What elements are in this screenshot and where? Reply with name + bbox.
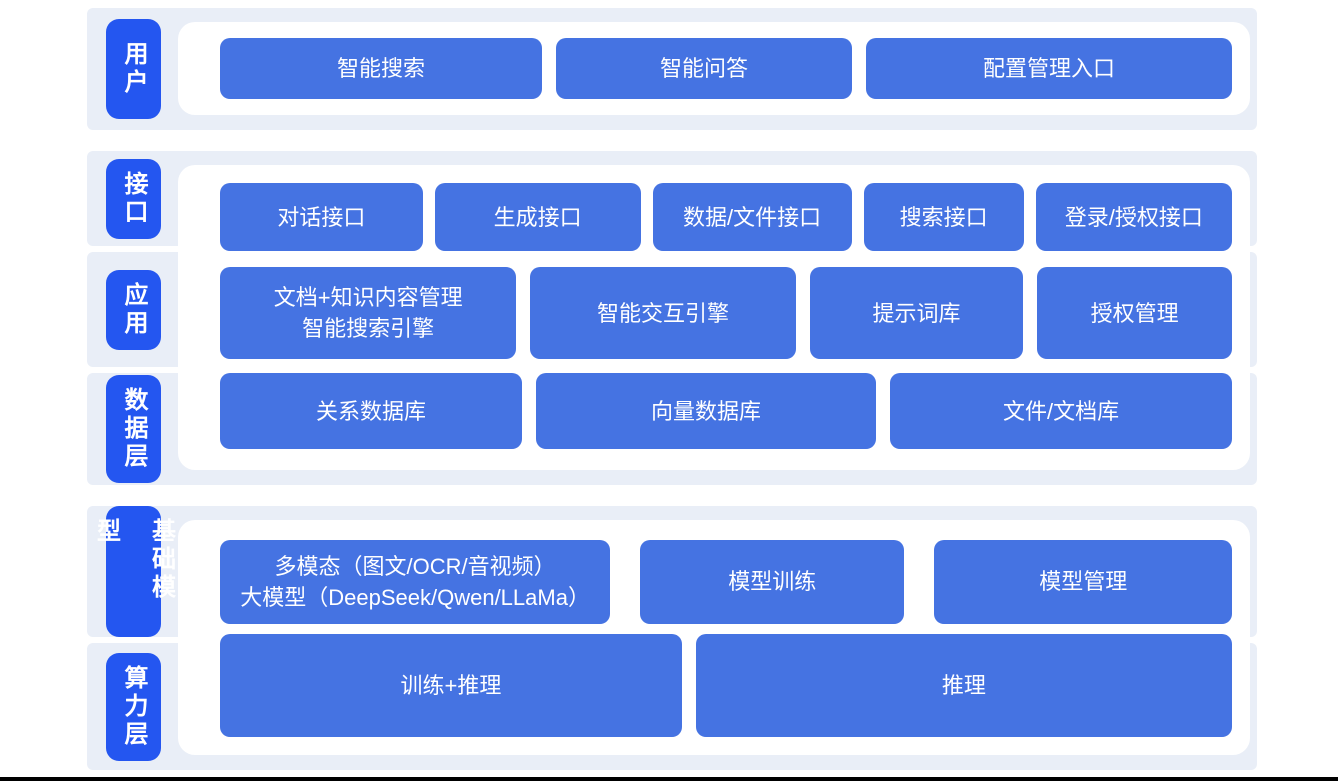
base-model-row: 多模态（图文/OCR/音视频） 大模型（DeepSeek/Qwen/LLaMa）… (220, 540, 1232, 624)
band-user-layer: 用户 智能搜索 智能问答 配置管理入口 (87, 8, 1257, 130)
node-label: 对话接口 (277, 204, 366, 230)
band-middle-layers: 接口 应用 数据层 对话接口 生成接口 数据/文件接口 搜索接口 登录/授权接口… (87, 151, 1257, 485)
node-multimodal-llm: 多模态（图文/OCR/音视频） 大模型（DeepSeek/Qwen/LLaMa） (220, 540, 611, 624)
node-label-line1: 多模态（图文/OCR/音视频） (274, 553, 556, 579)
node-model-training: 模型训练 (640, 540, 905, 624)
node-relational-database: 关系数据库 (220, 373, 522, 449)
node-label-line2: 智能搜索引擎 (302, 316, 435, 341)
node-label: 数据/文件接口 (683, 204, 822, 230)
node-vector-database: 向量数据库 (535, 373, 877, 449)
node-label-line2: 大模型（DeepSeek/Qwen/LLaMa） (240, 584, 590, 610)
node-label: 智能问答 (659, 56, 748, 81)
node-label: 关系数据库 (315, 398, 426, 424)
middle-layers-panel: 对话接口 生成接口 数据/文件接口 搜索接口 登录/授权接口 文档+知识内容管理… (178, 165, 1250, 470)
bottom-rule (0, 777, 1338, 781)
node-label: 登录/授权接口 (1064, 204, 1203, 230)
node-label: 提示词库 (872, 300, 961, 326)
application-layer-row: 文档+知识内容管理 智能搜索引擎 智能交互引擎 提示词库 授权管理 (220, 267, 1232, 359)
layer-label-interface: 接口 (106, 158, 161, 239)
interface-layer-row: 对话接口 生成接口 数据/文件接口 搜索接口 登录/授权接口 (220, 183, 1233, 251)
node-label: 训练+推理 (400, 672, 502, 698)
node-label: 配置管理入口 (983, 56, 1116, 81)
user-layer-row: 智能搜索 智能问答 配置管理入口 (220, 38, 1232, 99)
node-label: 搜索接口 (899, 204, 988, 230)
node-smart-interaction-engine: 智能交互引擎 (530, 267, 796, 359)
architecture-diagram: 用户 智能搜索 智能问答 配置管理入口 接口 应用 数据层 对话接口 (87, 8, 1257, 770)
layer-label-compute-layer: 算力层 (106, 652, 161, 761)
node-config-management-entry: 配置管理入口 (866, 38, 1232, 99)
node-doc-knowledge-search-engine: 文档+知识内容管理 智能搜索引擎 (220, 267, 517, 359)
layer-label-user: 用户 (106, 19, 161, 119)
node-training-plus-inference: 训练+推理 (220, 633, 682, 737)
node-smart-qa: 智能问答 (555, 38, 853, 99)
node-login-auth-api: 登录/授权接口 (1035, 183, 1233, 251)
layer-label-base-model: 基础模型 (93, 506, 175, 637)
node-label: 推理 (941, 672, 986, 698)
data-layer-row: 关系数据库 向量数据库 文件/文档库 (220, 373, 1233, 449)
node-prompt-library: 提示词库 (809, 267, 1024, 359)
node-label: 授权管理 (1090, 300, 1179, 326)
node-search-api: 搜索接口 (863, 183, 1024, 251)
node-model-management: 模型管理 (934, 540, 1232, 624)
node-label: 模型训练 (728, 569, 817, 595)
node-label: 模型管理 (1039, 569, 1128, 595)
compute-layer-row: 训练+推理 推理 (220, 633, 1232, 737)
node-label: 智能搜索 (336, 56, 425, 81)
layer-label-application: 应用 (106, 269, 161, 350)
node-label: 生成接口 (493, 204, 582, 230)
node-inference: 推理 (695, 633, 1232, 737)
node-file-document-store: 文件/文档库 (890, 373, 1233, 449)
band-bottom-layers: 基础模型 算力层 多模态（图文/OCR/音视频） 大模型（DeepSeek/Qw… (87, 506, 1257, 770)
node-label: 向量数据库 (650, 398, 761, 424)
bottom-layers-panel: 多模态（图文/OCR/音视频） 大模型（DeepSeek/Qwen/LLaMa）… (178, 520, 1250, 755)
node-smart-search: 智能搜索 (220, 38, 542, 99)
node-authorization-management: 授权管理 (1037, 267, 1232, 359)
node-label: 文件/文档库 (1002, 398, 1120, 424)
user-layer-panel: 智能搜索 智能问答 配置管理入口 (178, 22, 1250, 115)
node-label-line1: 文档+知识内容管理 (273, 285, 463, 310)
layer-label-data-layer: 数据层 (106, 375, 161, 483)
node-dialog-api: 对话接口 (220, 183, 423, 251)
node-generation-api: 生成接口 (434, 183, 641, 251)
node-data-file-api: 数据/文件接口 (652, 183, 852, 251)
node-label: 智能交互引擎 (597, 300, 730, 326)
